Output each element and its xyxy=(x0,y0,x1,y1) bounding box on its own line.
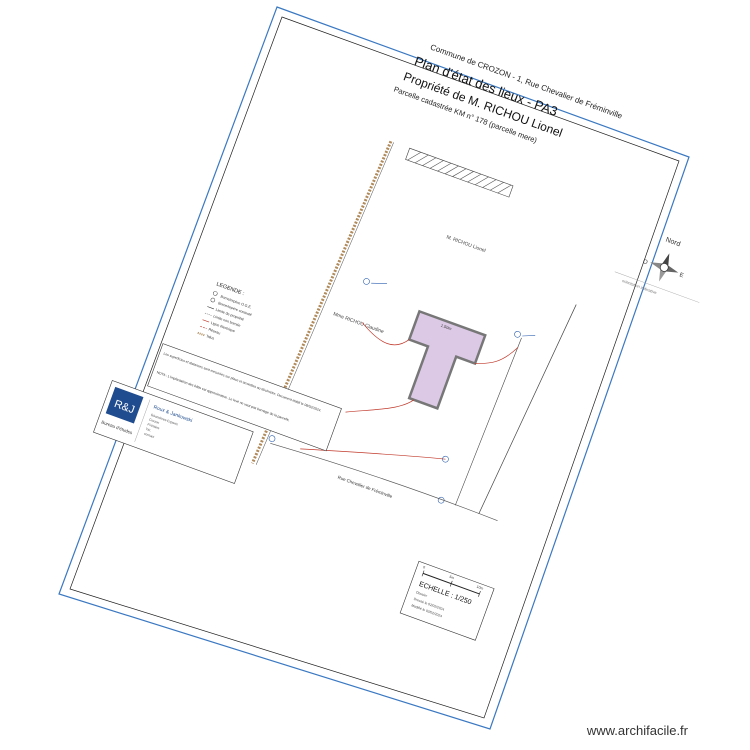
company-line-5: contact xyxy=(143,432,154,439)
company-block: R&J Bureau d'études Roux & Jankowski Géo… xyxy=(93,380,254,484)
road-edge xyxy=(270,443,498,521)
company-line-4: Tél. xyxy=(145,427,152,433)
paper-outer xyxy=(58,6,690,730)
hatched-strip xyxy=(405,147,514,198)
right-boundary xyxy=(478,304,577,515)
east-label: E xyxy=(678,272,684,279)
watermark-text: www.archifacile.fr xyxy=(586,723,688,738)
scale-tick-2: 10m xyxy=(476,585,484,591)
company-line-3: Finistère xyxy=(147,422,160,430)
legend-item-6: Réseau xyxy=(208,327,221,335)
legend-item-7: Talus xyxy=(206,334,215,341)
company-line-2: Crozon xyxy=(148,418,160,425)
legend-block: LEGENDE : Borne/repère O.G.E. Borne/repè… xyxy=(197,281,252,341)
scale-tick-1: 5m xyxy=(449,575,455,580)
north-label: Nord xyxy=(665,237,682,249)
right-boundary-2 xyxy=(454,337,522,506)
building-dimension: 1.50m xyxy=(440,323,453,332)
red-network-lines xyxy=(300,322,519,460)
west-label: O xyxy=(642,259,649,266)
blue-annotations xyxy=(268,278,536,504)
scale-block: 0 5m 10m ECHELLE : 1/250 Dossier Dressé … xyxy=(399,560,495,641)
scale-tick-0: 0 xyxy=(423,565,426,569)
company-logo xyxy=(105,386,144,424)
building-t-shape: 1.50m xyxy=(407,309,487,410)
scale-row-1: Dossier xyxy=(416,590,429,598)
